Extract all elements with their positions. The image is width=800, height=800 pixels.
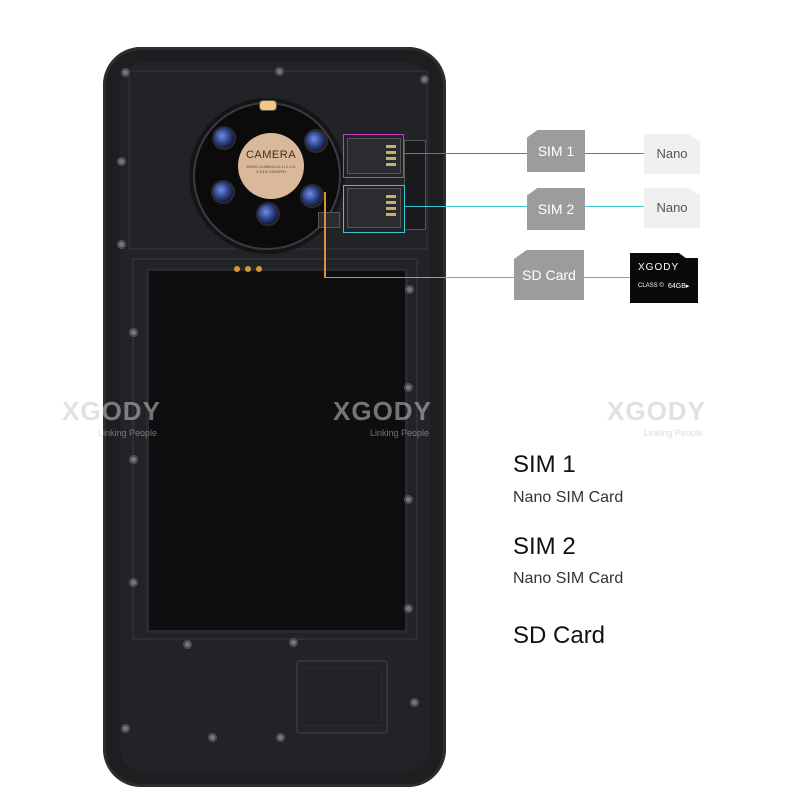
camera-lens (214, 128, 234, 148)
watermark-logo: XGODY (62, 396, 161, 426)
sd-card-image: XGODY CLASS © 64GB▸ (630, 253, 698, 303)
slot-pins (386, 145, 396, 169)
screw (117, 240, 126, 249)
legend-sim2-title: SIM 2 (513, 533, 576, 560)
sd-tag: SD Card (514, 250, 584, 300)
watermark-tagline: Linking People (370, 428, 430, 438)
camera-lens (258, 204, 278, 224)
sim2-leader-line (405, 206, 645, 207)
contact-pin (234, 266, 240, 272)
screw (129, 578, 138, 587)
legend-sim2-subtitle: Nano SIM Card (513, 570, 624, 587)
sd-card-capacity: 64GB▸ (668, 283, 690, 290)
camera-lens (302, 186, 322, 206)
battery-compartment-rail (132, 258, 418, 640)
sim2-tag: SIM 2 (527, 188, 585, 230)
watermark-logo: XGODY (607, 396, 706, 426)
camera-badge-title: CAMERA (245, 149, 297, 161)
slot-pins (386, 195, 396, 219)
sim1-slot (347, 138, 401, 174)
sim2-highlight (343, 185, 405, 233)
sd-card-class: CLASS © (638, 283, 664, 289)
screw (183, 640, 192, 649)
watermark-logo: XGODY (333, 396, 432, 426)
flash-led (260, 101, 276, 110)
watermark-tagline: Linking People (98, 428, 158, 438)
sim1-highlight (343, 134, 404, 178)
sd-slot (318, 212, 340, 228)
camera-badge: CAMERA VARIO-SUMMILUX-H 1:1.8-2.4/16-240… (238, 133, 304, 199)
sim2-slot (347, 188, 401, 228)
screw (121, 724, 130, 733)
camera-lens (213, 182, 233, 202)
screw (289, 638, 298, 647)
sim1-tag: SIM 1 (527, 130, 585, 172)
screw (405, 285, 414, 294)
battery-compartment (146, 268, 408, 633)
screw (410, 698, 419, 707)
sd-card-brand: XGODY (638, 262, 680, 273)
screw (276, 733, 285, 742)
screw (129, 455, 138, 464)
bottom-plate-inner (302, 668, 382, 726)
camera-lens (306, 131, 326, 151)
watermark-tagline: Linking People (644, 428, 704, 438)
legend-sd-title: SD Card (513, 622, 606, 649)
screw (404, 604, 413, 613)
sd-leader-vertical (324, 192, 326, 278)
camera-badge-subtitle: VARIO-SUMMILUX-H 1:1.8-2.4/16-240ASPH (245, 164, 297, 174)
screw (129, 328, 138, 337)
screw (208, 733, 217, 742)
bottom-plate (296, 660, 388, 734)
legend-sim1-subtitle: Nano SIM Card (513, 489, 624, 506)
screw (404, 383, 413, 392)
battery-contacts (232, 265, 266, 273)
screw (420, 75, 429, 84)
screw (404, 495, 413, 504)
sd-leader-line (324, 277, 630, 278)
contact-pin (245, 266, 251, 272)
nano-sim1-card: Nano (644, 134, 700, 174)
screw (117, 157, 126, 166)
contact-pin (256, 266, 262, 272)
screw (121, 68, 130, 77)
screw (275, 67, 284, 76)
nano-sim2-card: Nano (644, 188, 700, 228)
legend-sim1-title: SIM 1 (513, 451, 576, 478)
sim1-leader-line (404, 153, 644, 154)
